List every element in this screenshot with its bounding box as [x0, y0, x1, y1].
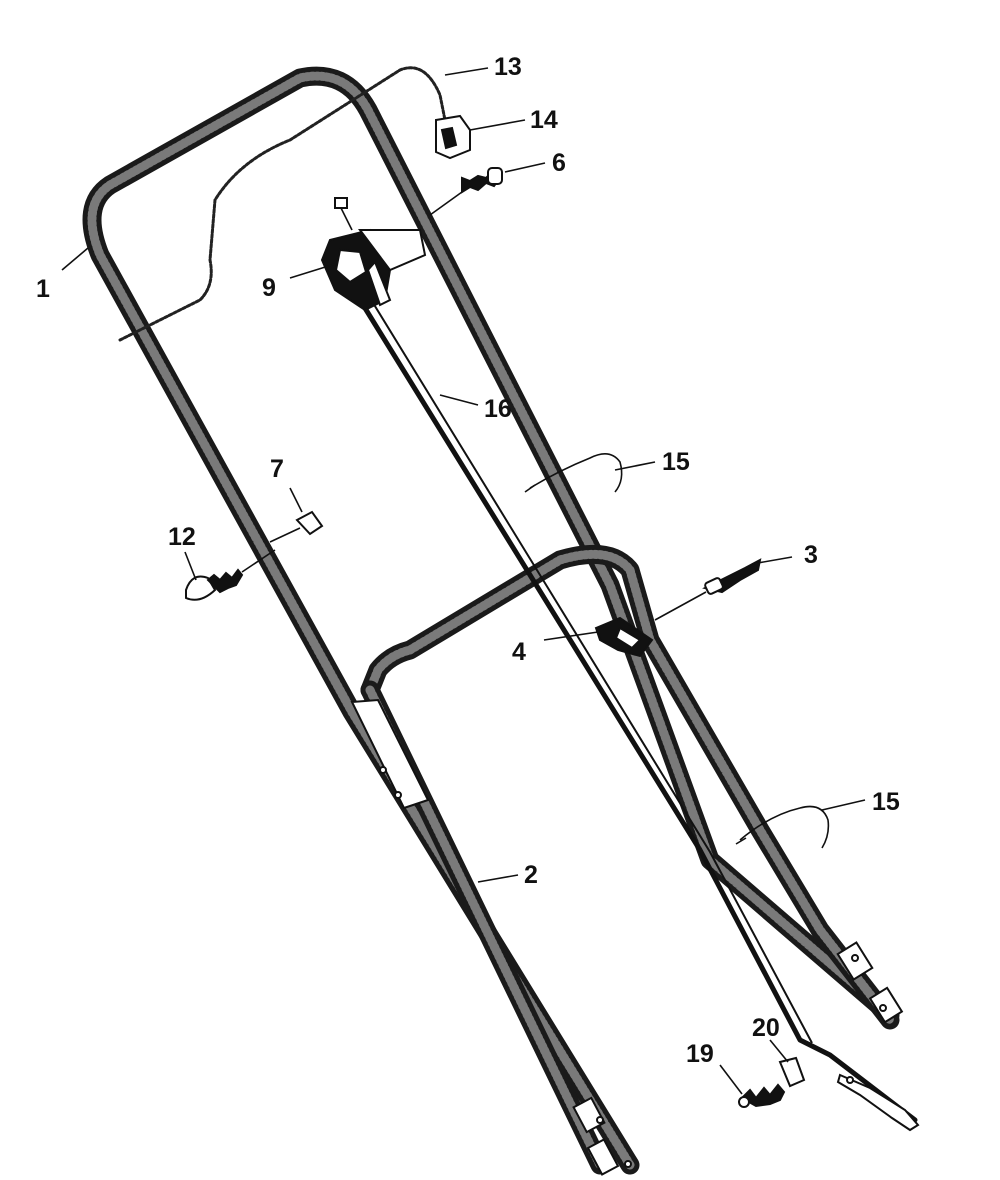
upper-handle — [82, 66, 900, 1175]
callout-4: 4 — [512, 638, 526, 666]
throttle-spring-knob — [429, 167, 503, 216]
rod-bracket — [778, 1056, 806, 1088]
callout-2: 2 — [524, 861, 538, 889]
callout-15-lower: 15 — [872, 788, 900, 816]
callout-3: 3 — [804, 541, 818, 569]
cable-adjuster — [654, 558, 762, 621]
spring-hook — [185, 549, 276, 601]
rod-end-link — [836, 1073, 920, 1132]
handle-clamp-bracket — [350, 698, 430, 810]
callout-9: 9 — [262, 274, 276, 302]
callout-20: 20 — [752, 1014, 780, 1042]
cable-guide — [594, 616, 654, 658]
cable-clip-small — [269, 510, 324, 543]
cable-clip — [435, 114, 471, 160]
callout-labels: 1 2 3 4 6 7 9 12 13 14 15 15 16 19 20 — [36, 53, 900, 1068]
callout-15-upper: 15 — [662, 448, 690, 476]
control-box — [320, 197, 427, 312]
cable-tie-lower — [735, 805, 830, 849]
callout-13: 13 — [494, 53, 522, 81]
leader-lines — [61, 67, 866, 1095]
callout-1: 1 — [36, 275, 50, 303]
cable-tie-upper — [524, 453, 623, 493]
callout-19: 19 — [686, 1040, 714, 1068]
control-rod — [357, 297, 918, 1123]
callout-12: 12 — [168, 523, 196, 551]
callout-7: 7 — [270, 455, 284, 483]
callout-16: 16 — [484, 395, 512, 423]
throttle-cable — [118, 66, 447, 342]
callout-6: 6 — [552, 149, 566, 177]
rod-spring — [738, 1083, 786, 1108]
callout-14: 14 — [530, 106, 558, 134]
